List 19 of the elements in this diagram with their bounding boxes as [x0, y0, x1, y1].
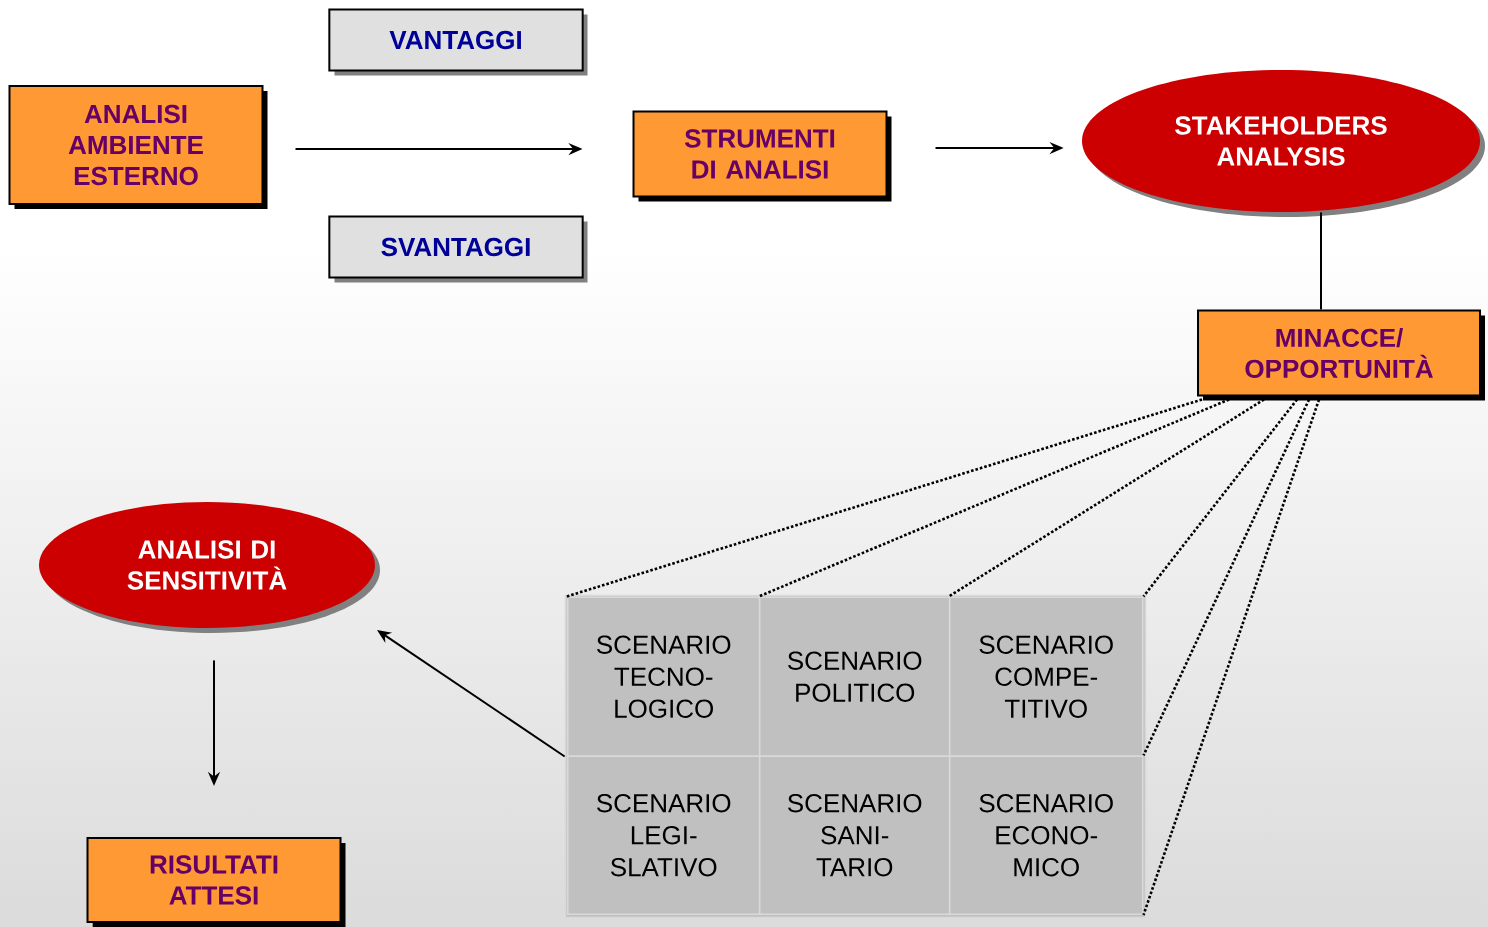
process-box: ANALISI AMBIENTE ESTERNO — [8, 85, 268, 209]
connector-line — [1142, 399, 1321, 916]
connector-line — [948, 398, 1265, 598]
scenario-cell: SCENARIO TECNO- LOGICO — [566, 596, 761, 757]
scenario-cell: SCENARIO POLITICO — [758, 596, 951, 757]
scenario-cell: SCENARIO SANI- TARIO — [758, 755, 951, 915]
scenario-cell: SCENARIO LEGI- SLATIVO — [566, 755, 761, 915]
label-box: SVANTAGGI — [328, 215, 588, 283]
connector-line — [1142, 398, 1299, 598]
process-box: STRUMENTI DI ANALISI — [632, 110, 892, 202]
scenario-cell: SCENARIO ECONO- MICO — [948, 755, 1144, 915]
connector-line — [1142, 398, 1311, 756]
connector-line — [1320, 211, 1322, 311]
scenario-cell: SCENARIO COMPE- TITIVO — [948, 596, 1144, 757]
label-box: VANTAGGI — [328, 8, 588, 76]
process-box: MINACCE/ OPPORTUNITÀ — [1197, 309, 1485, 401]
connector-line — [566, 398, 1203, 598]
process-box: RISULTATI ATTESI — [86, 837, 346, 927]
connector-line — [758, 398, 1230, 598]
